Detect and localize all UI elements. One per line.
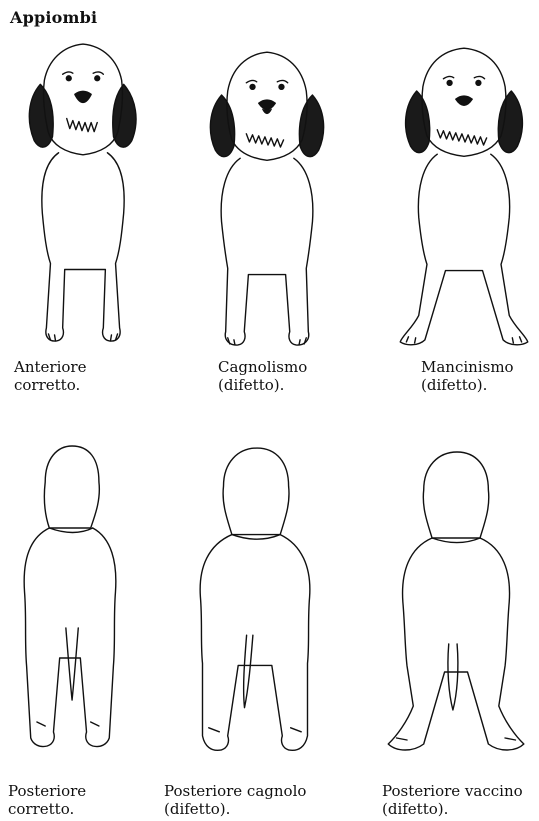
- dog-rear-vaccino-figure: [382, 448, 528, 764]
- caption-line: Posteriore vaccino: [382, 782, 523, 800]
- dog-rear-cagnolo-figure: [192, 444, 318, 762]
- tail-icon: [448, 644, 458, 710]
- dog-front-cagnolismo-figure: [205, 42, 329, 348]
- body-outline: [24, 528, 116, 747]
- head-back-outline: [423, 452, 488, 538]
- dog-rear-correct-figure: [8, 442, 132, 762]
- tongue-icon: [263, 109, 271, 113]
- left-ear-icon: [29, 84, 53, 147]
- caption-line: Cagnolismo: [218, 358, 307, 376]
- head-back-outline: [44, 446, 99, 528]
- tail-icon: [66, 628, 78, 700]
- caption-rear-correct: Posteriore corretto.: [8, 782, 86, 818]
- caption-line: (difetto).: [382, 800, 523, 818]
- body-outline: [400, 154, 528, 345]
- body-outline: [200, 535, 310, 751]
- left-ear-icon: [406, 91, 430, 153]
- caption-front-correct: Anteriore corretto.: [14, 358, 86, 394]
- nose-icon: [75, 91, 91, 102]
- body-outline: [388, 538, 524, 750]
- caption-line: Posteriore cagnolo: [164, 782, 306, 800]
- right-ear-icon: [498, 91, 522, 153]
- right-ear-icon: [299, 95, 323, 157]
- caption-line: corretto.: [14, 376, 86, 394]
- left-ear-icon: [210, 95, 234, 157]
- caption-line: (difetto).: [164, 800, 306, 818]
- caption-rear-cagnolo: Posteriore cagnolo (difetto).: [164, 782, 306, 818]
- caption-line: Posteriore: [8, 782, 86, 800]
- dog-front-mancinismo-figure: [392, 40, 536, 346]
- nose-icon: [456, 96, 472, 105]
- body-outline: [42, 153, 124, 341]
- dog-front-correct-figure: [22, 36, 144, 348]
- body-outline: [221, 158, 313, 345]
- caption-rear-vaccino: Posteriore vaccino (difetto).: [382, 782, 523, 818]
- caption-line: corretto.: [8, 800, 86, 818]
- tail-icon: [244, 635, 253, 707]
- page-title: Appiombi: [10, 8, 97, 27]
- caption-line: Anteriore: [14, 358, 86, 376]
- caption-front-cagnolismo: Cagnolismo (difetto).: [218, 358, 307, 394]
- caption-front-mancinismo: Mancinismo (difetto).: [421, 358, 514, 394]
- caption-line: (difetto).: [421, 376, 514, 394]
- nose-icon: [259, 100, 276, 109]
- caption-line: (difetto).: [218, 376, 307, 394]
- head-back-outline: [223, 448, 289, 535]
- caption-line: Mancinismo: [421, 358, 514, 376]
- right-ear-icon: [113, 84, 136, 147]
